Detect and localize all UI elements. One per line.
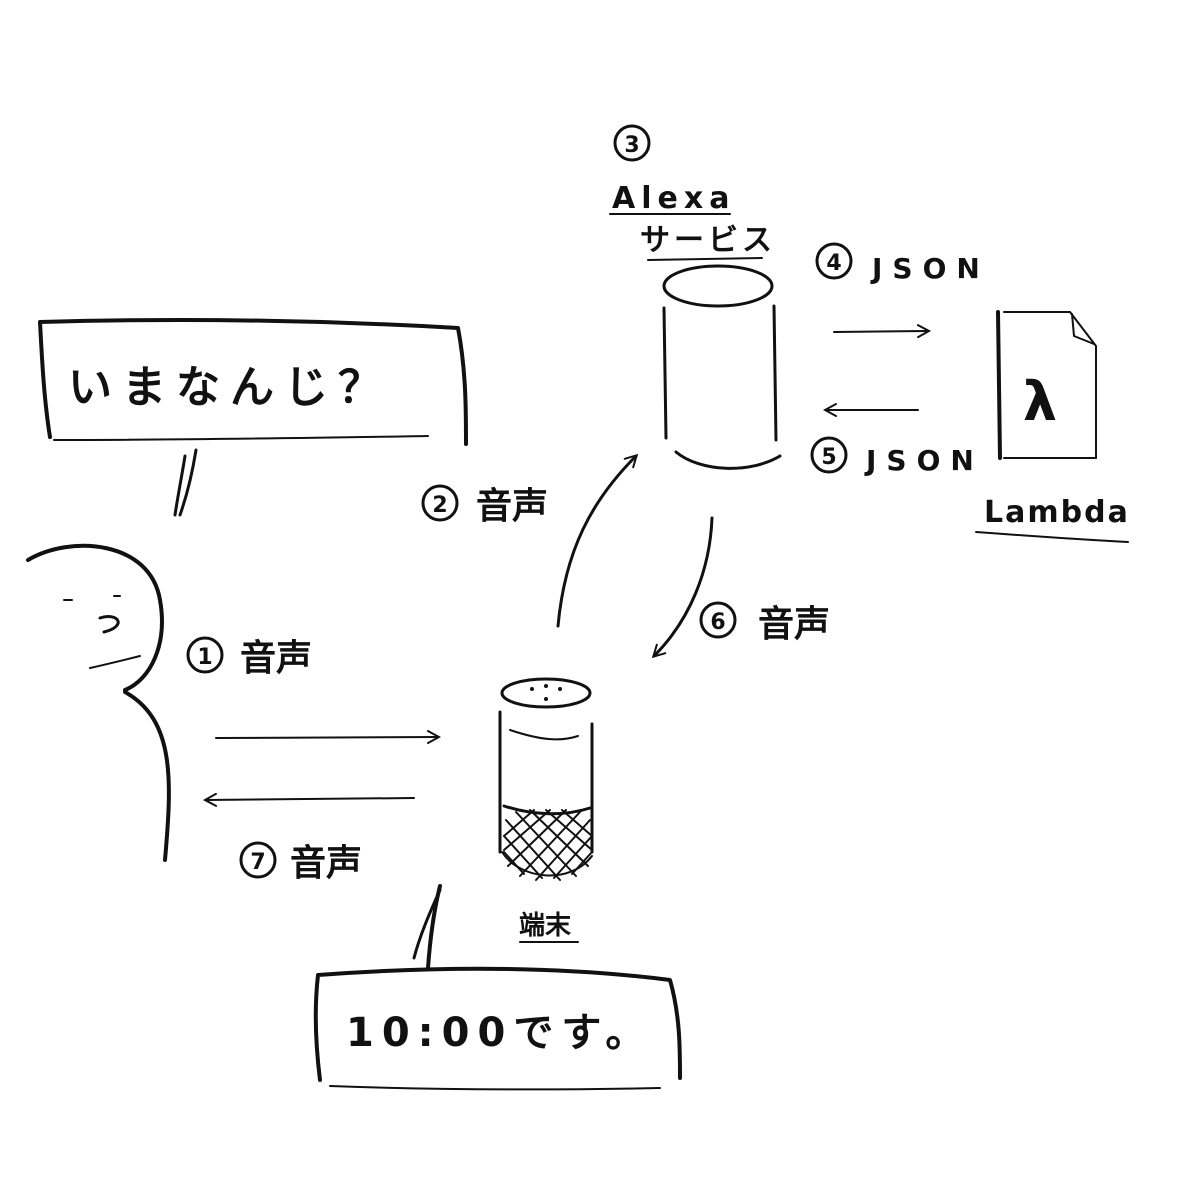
step-6-label: 6 音声 — [699, 601, 830, 645]
device-label: 端末 — [519, 911, 572, 941]
step-7-number: 7 — [250, 850, 265, 875]
step-6-number: 6 — [710, 610, 725, 635]
step-4-number: 4 — [826, 251, 841, 276]
speaker-grille — [503, 809, 593, 881]
step-1-text: 音声 — [240, 638, 312, 679]
person-figure — [26, 543, 171, 862]
step-2-label: 2 音声 — [421, 484, 548, 527]
alexa-cylinder-top — [662, 264, 774, 308]
arrow-device-to-user — [206, 798, 415, 800]
user-speech-text: いまなんじ？ — [68, 362, 392, 413]
step-2-text: 音声 — [476, 486, 548, 527]
step-7-label: 7 音声 — [239, 841, 362, 884]
arrow-device-to-alexa — [556, 456, 636, 628]
alexa-name-line1: Alexa — [612, 181, 735, 216]
step-5-label: 5 JSON — [810, 436, 984, 477]
step-1-number: 1 — [197, 645, 212, 670]
arrow-alexa-to-lambda — [833, 331, 928, 332]
lambda-symbol: λ — [1023, 370, 1057, 433]
step-1-label: 1 音声 — [186, 636, 312, 679]
step-5-number: 5 — [821, 445, 836, 470]
lambda-label: Lambda — [984, 495, 1130, 530]
alexa-step-number: 3 — [624, 133, 639, 158]
echo-device: 端末 — [498, 677, 594, 943]
alexa-service: 3 Alexa サービス — [609, 124, 782, 470]
arrow-alexa-to-device — [654, 516, 714, 656]
lambda-document: λ Lambda — [975, 310, 1130, 543]
alexa-name-line2: サービス — [640, 223, 776, 258]
step-4-text: JSON — [870, 252, 990, 285]
step-5-text: JSON — [864, 444, 984, 477]
device-response-text: 10:00です。 — [346, 1010, 653, 1056]
step-6-text: 音声 — [758, 604, 830, 645]
step-2-number: 2 — [432, 493, 447, 518]
step-4-label: 4 JSON — [815, 242, 990, 285]
arrow-user-to-device — [215, 737, 438, 738]
device-response-bubble: 10:00です。 — [313, 884, 682, 1091]
step-7-text: 音声 — [290, 843, 362, 884]
user-speech-bubble: いまなんじ？ — [38, 318, 468, 517]
